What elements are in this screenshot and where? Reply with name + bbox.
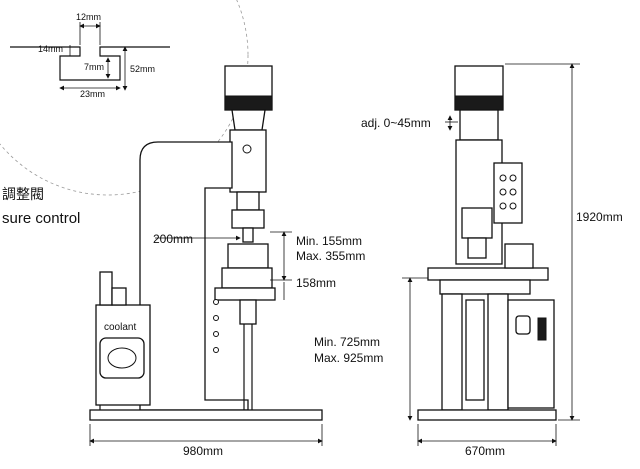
stroke-max-label: Max. 355mm [296,249,365,263]
table-max-label: Max. 925mm [314,351,383,365]
table-min-label: Min. 725mm [314,335,380,349]
table-height-label: 158mm [296,276,336,290]
slot-head-height: 7mm [84,62,104,72]
stroke-min-label: Min. 155mm [296,234,362,248]
front-table [427,267,549,281]
front-view-machine [417,65,557,421]
detail-callout-circle [0,0,249,196]
control-panel [493,162,523,224]
work-table [221,267,273,289]
base-plate [89,409,323,421]
overall-height-label: 1920mm [576,210,623,224]
coolant-label: coolant [104,322,136,333]
front-base [417,409,557,421]
tslot-detail: 12mm 14mm 7mm 23mm 52mm [0,0,249,196]
right-base-width: 670mm [465,444,505,458]
slot-neck-height: 14mm [38,44,63,54]
side-cabinet [507,299,555,409]
pressure-control-label: sure control [2,210,80,227]
c-frame [139,141,249,411]
valve-label-chinese: 調整閥 [2,186,44,202]
left-base-width: 980mm [183,444,223,458]
spindle-head [229,129,267,193]
adjust-range-label: adj. 0~45mm [361,116,431,130]
slot-bottom-width: 23mm [80,89,105,99]
slot-top-width: 12mm [76,12,101,22]
slot-overall-height: 52mm [130,64,155,74]
throat-depth-label: 200mm [153,232,193,246]
side-view-machine: coolant [89,65,323,421]
